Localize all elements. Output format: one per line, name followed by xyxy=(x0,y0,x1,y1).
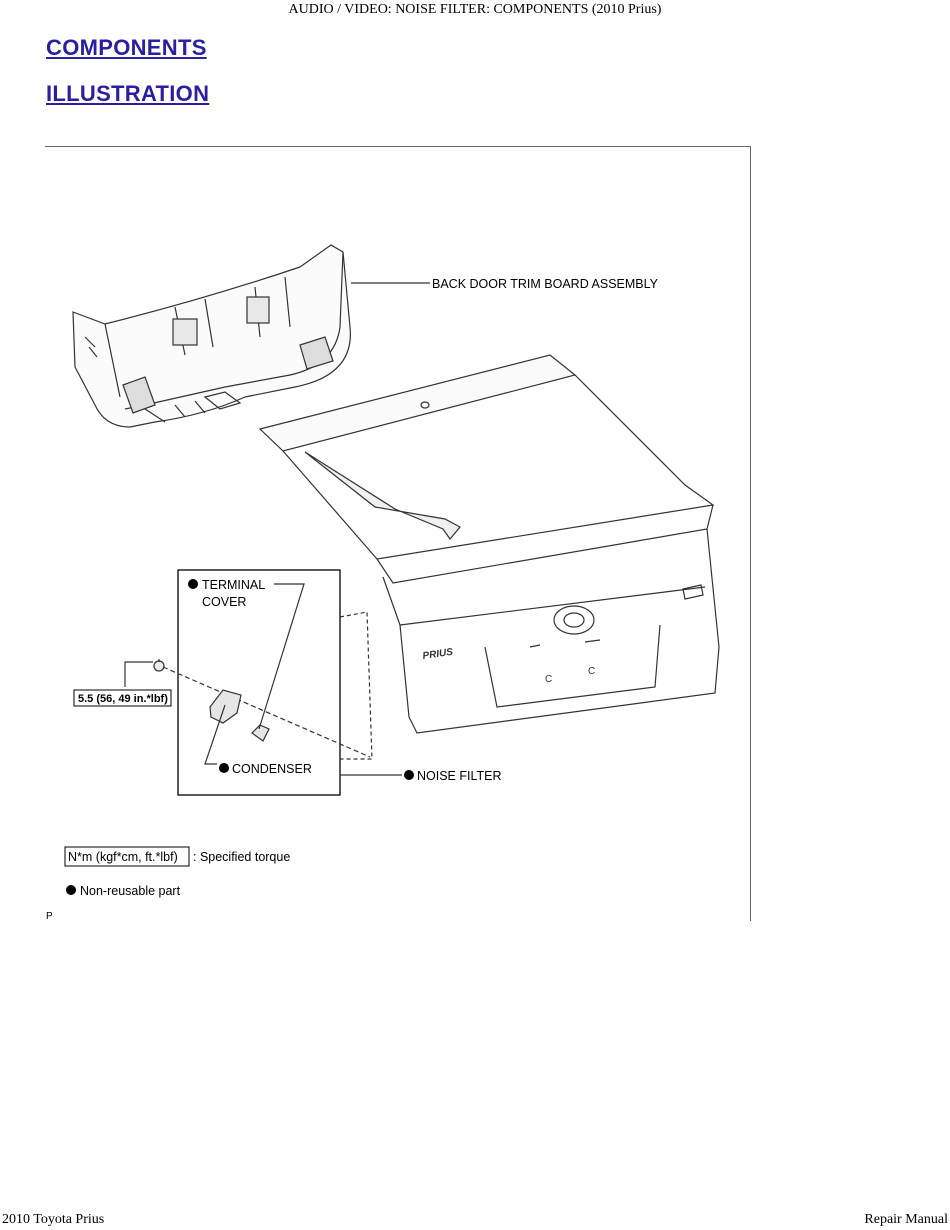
non-reusable-dot-icon xyxy=(188,579,198,589)
non-reusable-dot-icon xyxy=(404,770,414,780)
non-reusable-dot-icon xyxy=(219,763,229,773)
footer-right: Repair Manual xyxy=(864,1212,948,1227)
prius-badge: PRIUS xyxy=(422,647,454,662)
plate-mark-c2: C xyxy=(588,666,595,677)
legend-torque-unit: N*m (kgf*cm, ft.*lbf) xyxy=(68,850,178,864)
trim-board-drawing xyxy=(72,244,351,428)
label-torque-value: 5.5 (56, 49 in.*lbf) xyxy=(78,693,168,705)
label-trim-board: BACK DOOR TRIM BOARD ASSEMBLY xyxy=(432,277,659,291)
label-terminal-cover-2: COVER xyxy=(202,595,246,609)
back-door-drawing xyxy=(258,354,720,734)
illustration-drawing: BACK DOOR TRIM BOARD ASSEMBLY TERMINAL C… xyxy=(46,244,720,922)
footer-left: 2010 Toyota Prius xyxy=(2,1212,105,1227)
legend-non-reusable: Non-reusable part xyxy=(80,884,181,898)
bolt-drawing xyxy=(153,660,165,672)
label-noise-filter: NOISE FILTER xyxy=(417,769,502,783)
non-reusable-dot-icon xyxy=(66,885,76,895)
label-terminal-cover-1: TERMINAL xyxy=(202,578,265,592)
terminal-cover-drawing xyxy=(251,724,270,742)
corner-mark: P xyxy=(46,911,53,922)
detail-box xyxy=(177,569,341,796)
subsection-title-link[interactable]: ILLUSTRATION xyxy=(46,81,210,106)
plate-mark-c1: C xyxy=(545,674,552,685)
label-condenser: CONDENSER xyxy=(232,762,312,776)
legend-torque-desc: : Specified torque xyxy=(193,850,290,864)
components-illustration: BACK DOOR TRIM BOARD ASSEMBLY TERMINAL C… xyxy=(45,146,751,922)
condenser-drawing xyxy=(209,689,242,724)
section-title-link[interactable]: COMPONENTS xyxy=(46,35,207,60)
running-header: AUDIO / VIDEO: NOISE FILTER: COMPONENTS … xyxy=(288,2,662,17)
